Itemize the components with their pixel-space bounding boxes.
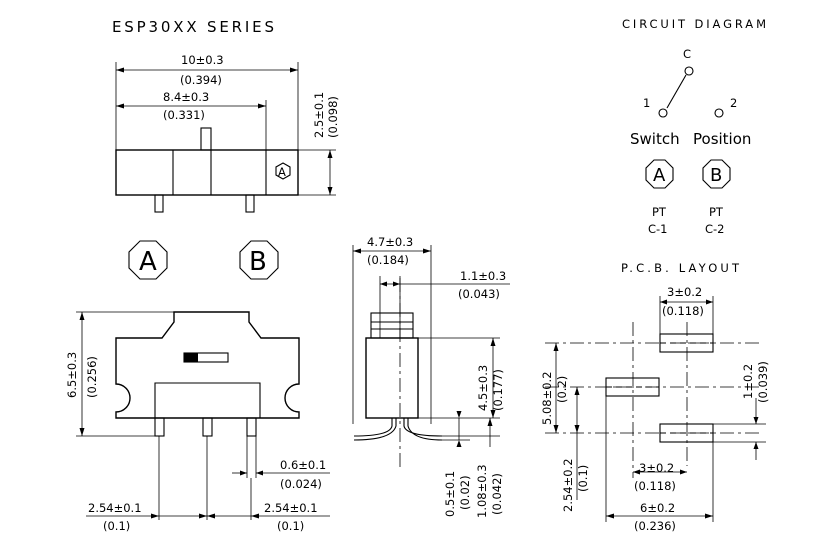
terminal-2-label: 2 (730, 96, 737, 110)
terminal-1-label: 1 (643, 96, 650, 110)
dim-height-in: (0.098) (326, 96, 340, 138)
dim-row-span-in: (0.2) (555, 376, 569, 403)
dim-pad-length: 3±0.2 (667, 285, 702, 299)
dim-pitch-left-in: (0.1) (103, 519, 130, 533)
dim-row-span: 5.08±0.2 (540, 371, 554, 425)
dim-pitch-right-in: (0.1) (277, 519, 304, 533)
dim-center-pad-in: (0.118) (634, 479, 676, 493)
circuit-diagram: CIRCUIT DIAGRAM C 1 2 Switch Position A … (622, 17, 766, 236)
dim-body-height-in: (0.177) (491, 369, 505, 411)
series-title: ESP30XX SERIES (112, 18, 274, 36)
pt-a: PT (652, 205, 667, 219)
dim-pad-height: 1±0.2 (741, 364, 755, 399)
dim-lever: 1.1±0.3 (460, 269, 506, 283)
dim-pitch-right: 2.54±0.1 (264, 501, 318, 515)
side-view: 4.7±0.3 (0.184) 1.1±0.3 (0.043) 4.5±0.3 … (352, 235, 510, 518)
dim-pad-length-in: (0.118) (662, 304, 704, 318)
dim-pin-width-in: (0.024) (280, 477, 322, 491)
dim-inner-width: 8.4±0.3 (163, 90, 209, 104)
dim-lever-in: (0.043) (458, 287, 500, 301)
switch-lever (666, 74, 687, 109)
dim-overall-width: 10±0.3 (181, 53, 224, 67)
dim-lead-length-in: (0.042) (490, 473, 504, 515)
dim-lead-offset: 0.5±0.1 (443, 471, 457, 517)
dim-overall-width-in: (0.394) (180, 73, 222, 87)
dim-side-width: 4.7±0.3 (367, 235, 413, 249)
position-word: Position (693, 130, 751, 148)
dim-side-width-in: (0.184) (367, 253, 409, 267)
dim-row-pitch-in: (0.1) (576, 465, 590, 492)
conn-a: C-1 (648, 222, 668, 236)
conn-b: C-2 (705, 222, 725, 236)
dim-overall-in: (0.236) (634, 519, 676, 533)
dim-front-height: 6.5±0.3 (65, 352, 79, 398)
dim-front-height-in: (0.256) (85, 356, 99, 398)
circuit-pos-b: B (710, 165, 722, 186)
position-b-label: B (249, 247, 267, 277)
terminal-c-label: C (683, 47, 691, 61)
terminal-2 (714, 108, 724, 118)
dim-pitch-left: 2.54±0.1 (88, 501, 142, 515)
dim-lead-length: 1.08±0.3 (475, 464, 489, 518)
dim-overall: 6±0.2 (640, 501, 675, 515)
dim-pin-width: 0.6±0.1 (280, 458, 326, 472)
dim-pad-height-in: (0.039) (756, 361, 770, 403)
dim-body-height: 4.5±0.3 (476, 365, 490, 411)
dim-lead-offset-in: (0.02) (458, 475, 472, 510)
dim-height: 2.5±0.1 (312, 92, 326, 138)
top-view: 10±0.3 (0.394) 8.4±0.3 (0.331) A 2.5±0.1… (115, 53, 340, 213)
dim-inner-width-in: (0.331) (163, 108, 205, 122)
dim-center-pad: 3±0.2 (639, 461, 674, 475)
position-markers: A B (128, 240, 279, 280)
position-a-label: A (139, 247, 157, 277)
terminal-c (684, 66, 694, 76)
circuit-pos-a: A (653, 165, 666, 186)
pcb-title: P.C.B. LAYOUT (621, 261, 740, 275)
circuit-title: CIRCUIT DIAGRAM (622, 17, 766, 31)
pt-b: PT (709, 205, 724, 219)
marker-a: A (278, 165, 286, 179)
switch-word: Switch (630, 130, 680, 148)
terminal-1 (658, 108, 668, 118)
dim-row-pitch: 2.54±0.2 (561, 458, 575, 512)
front-view: 6.5±0.3 (0.256) 0.6±0.1 (0.024) 2.54±0.1… (65, 311, 330, 533)
pcb-layout: P.C.B. LAYOUT 3±0.2 (0.118) 5.08±0.2 (0.… (540, 261, 770, 533)
